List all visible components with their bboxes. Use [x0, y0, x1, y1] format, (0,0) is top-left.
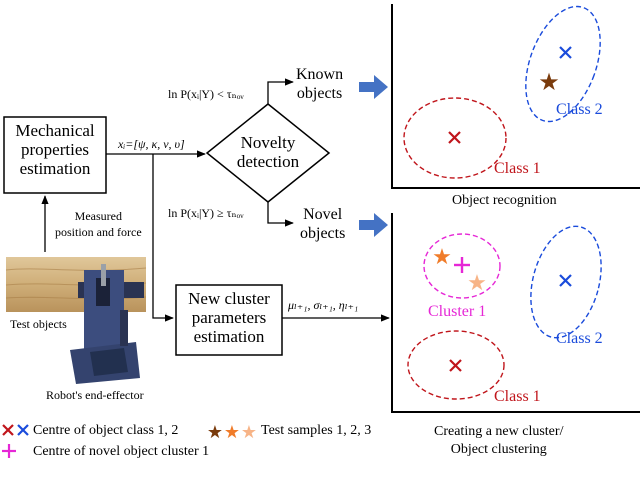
recognition-class2-centre-icon	[559, 46, 572, 59]
clustering-class2-centre-icon	[559, 274, 572, 287]
novel-branch-arrow	[267, 202, 294, 227]
test-objects-label: Test objects	[10, 317, 67, 331]
clustering-class1-ellipse	[407, 330, 505, 400]
clustering-star1-icon: ★	[432, 244, 452, 269]
known-objects-label: Known objects	[296, 66, 344, 103]
legend-star3-icon: ★	[241, 422, 257, 442]
recognition-star-icon: ★	[538, 70, 560, 96]
clustering-star2-icon: ★	[467, 270, 487, 295]
known-condition-label: ln P(xᵢ|Y) < τₙₒᵥ	[168, 87, 244, 101]
clustering-axes	[391, 213, 640, 413]
recognition-caption: Object recognition	[452, 193, 557, 208]
feature-vector-label: xᵢ=[ψ, κ, ν, υ]	[118, 137, 185, 151]
legend-samples-label: Test samples 1, 2, 3	[261, 423, 372, 438]
robot-end-effector-photo	[70, 264, 144, 384]
clustering-class1-centre-icon	[449, 359, 462, 372]
clustering-class2-label: Class 2	[556, 330, 603, 347]
novel-fat-arrow	[359, 213, 388, 237]
clustering-cluster1-label: Cluster 1	[428, 303, 487, 320]
novelty-detection-label: Novelty detection	[236, 133, 300, 172]
recognition-class1-ellipse	[403, 97, 507, 179]
recognition-class1-label: Class 1	[494, 160, 541, 177]
clustering-class1-label: Class 1	[494, 388, 541, 405]
mech-properties-box	[3, 116, 107, 194]
params-label: μₗ₊₁, σₗ₊₁, ηₗ₊₁	[288, 298, 359, 312]
clustering-cluster1-ellipse	[423, 233, 501, 299]
recognition-class1-centre-icon	[448, 131, 461, 144]
new-cluster-box	[175, 284, 283, 356]
measured-label: Measured position and force	[55, 209, 142, 239]
clustering-cluster-centre-icon	[454, 257, 470, 273]
novel-condition-label: ln P(xᵢ|Y) ≥ τₙₒᵥ	[168, 206, 244, 220]
branch-to-cluster-arrow	[152, 154, 174, 322]
legend-star2-icon: ★	[224, 422, 240, 442]
novel-objects-label: Novel objects	[300, 206, 346, 243]
legend-star1-icon: ★	[207, 422, 223, 442]
known-fat-arrow	[359, 75, 388, 99]
recognition-class2-ellipse	[525, 5, 601, 123]
known-branch-arrow	[267, 78, 294, 104]
legend-class2-centre-icon	[17, 424, 29, 436]
legend-centres-label: Centre of object class 1, 2	[33, 423, 179, 438]
new-cluster-label: New cluster parameters estimation	[188, 289, 270, 347]
legend-class1-centre-icon	[2, 424, 14, 436]
robot-label: Robot's end-effector	[46, 388, 144, 402]
legend-novel-centre-label: Centre of novel object cluster 1	[33, 444, 210, 459]
mech-properties-label: Mechanical properties estimation	[15, 121, 95, 179]
recognition-axes	[391, 4, 640, 189]
legend-cluster-centre-icon	[2, 444, 16, 458]
clustering-caption: Creating a new cluster/ Object clusterin…	[434, 424, 564, 458]
recognition-class2-label: Class 2	[556, 101, 603, 118]
clustering-class2-ellipse	[530, 225, 602, 339]
